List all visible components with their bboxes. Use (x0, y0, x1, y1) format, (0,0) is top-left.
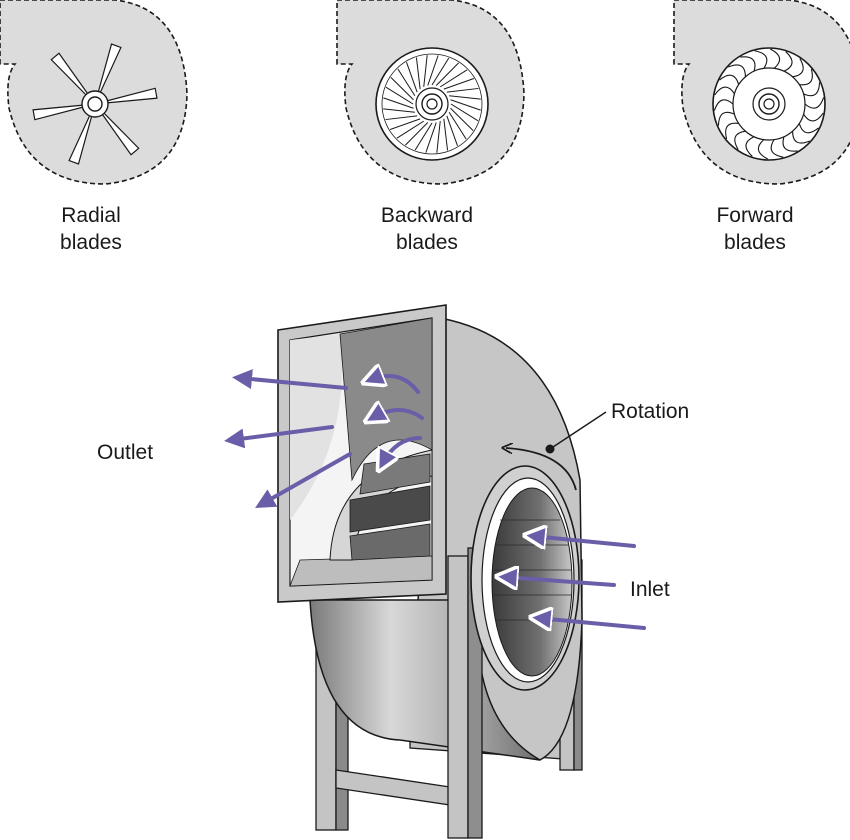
backward-blade (439, 69, 468, 88)
forward-blade (770, 139, 784, 158)
backward-blade (450, 107, 474, 131)
forward-blades-label: Forward blades (716, 202, 793, 256)
backward-blades-label: Backward blades (381, 202, 473, 256)
backward-blade (396, 120, 425, 139)
backward-blade (415, 57, 421, 90)
forward-blade (754, 50, 768, 69)
backward-blade (435, 62, 459, 86)
backward-blade (448, 111, 467, 140)
backward-blade (405, 122, 429, 146)
forward-blade (803, 82, 821, 97)
forward-blade (717, 111, 735, 126)
forward-blade (745, 136, 755, 157)
rotation-arrow-icon (506, 411, 607, 491)
backward-blade (443, 118, 449, 151)
forward-blade (798, 123, 819, 134)
forward-blade (782, 136, 798, 152)
forward-blade (740, 56, 756, 72)
inlet-airflow-arrows (504, 536, 646, 628)
forward-impeller-icon (673, 0, 850, 185)
backward-blade (436, 121, 441, 153)
rotation-label: Rotation (611, 400, 690, 423)
backward-blade (423, 55, 428, 87)
backward-blade (431, 57, 450, 86)
backward-blade (446, 87, 479, 93)
backward-blade (449, 95, 481, 100)
forward-blades-label-line1: Forward (716, 204, 794, 227)
backward-blade (383, 97, 414, 109)
forward-blade (803, 112, 824, 122)
radial-blades-label-line1: Radial (61, 204, 121, 227)
outlet-airflow-arrows (224, 376, 424, 508)
forward-blade (799, 68, 813, 86)
forward-blade (792, 131, 810, 144)
forward-blade (728, 64, 746, 77)
forward-blade (792, 58, 804, 78)
backward-blade (414, 122, 433, 151)
forward-blade (719, 74, 740, 85)
backward-blade (390, 77, 414, 101)
inlet-label: Inlet (630, 578, 670, 601)
backward-blade (385, 115, 418, 121)
forward-blade (734, 130, 746, 150)
forward-blade (757, 139, 768, 160)
forward-blade (770, 48, 781, 69)
backward-blade (383, 108, 415, 113)
radial-blades-label: Radial blades (60, 202, 122, 256)
backward-blade (389, 118, 421, 130)
forward-blade (725, 122, 739, 140)
backward-blade (446, 115, 458, 147)
backward-blade (385, 86, 414, 105)
forward-blades-label-line2: blades (724, 231, 786, 254)
forward-blade (713, 99, 734, 111)
backward-impeller-icon (336, 0, 525, 185)
outlet-label: Outlet (97, 441, 154, 464)
forward-blade (783, 51, 793, 72)
backward-blade (450, 99, 481, 111)
backward-blades-label-line2: blades (396, 231, 458, 254)
backward-blade (443, 78, 475, 90)
backward-blades-label-line1: Backward (380, 204, 474, 227)
forward-blade (714, 86, 735, 96)
backward-blade (406, 61, 418, 93)
backward-blade (425, 122, 437, 153)
radial-impeller-icon (0, 0, 188, 185)
radial-blades-label-line2: blades (60, 231, 122, 254)
backward-blade (427, 55, 439, 86)
backward-blade (397, 68, 416, 97)
forward-blade (804, 97, 825, 109)
backward-blade (450, 103, 479, 122)
